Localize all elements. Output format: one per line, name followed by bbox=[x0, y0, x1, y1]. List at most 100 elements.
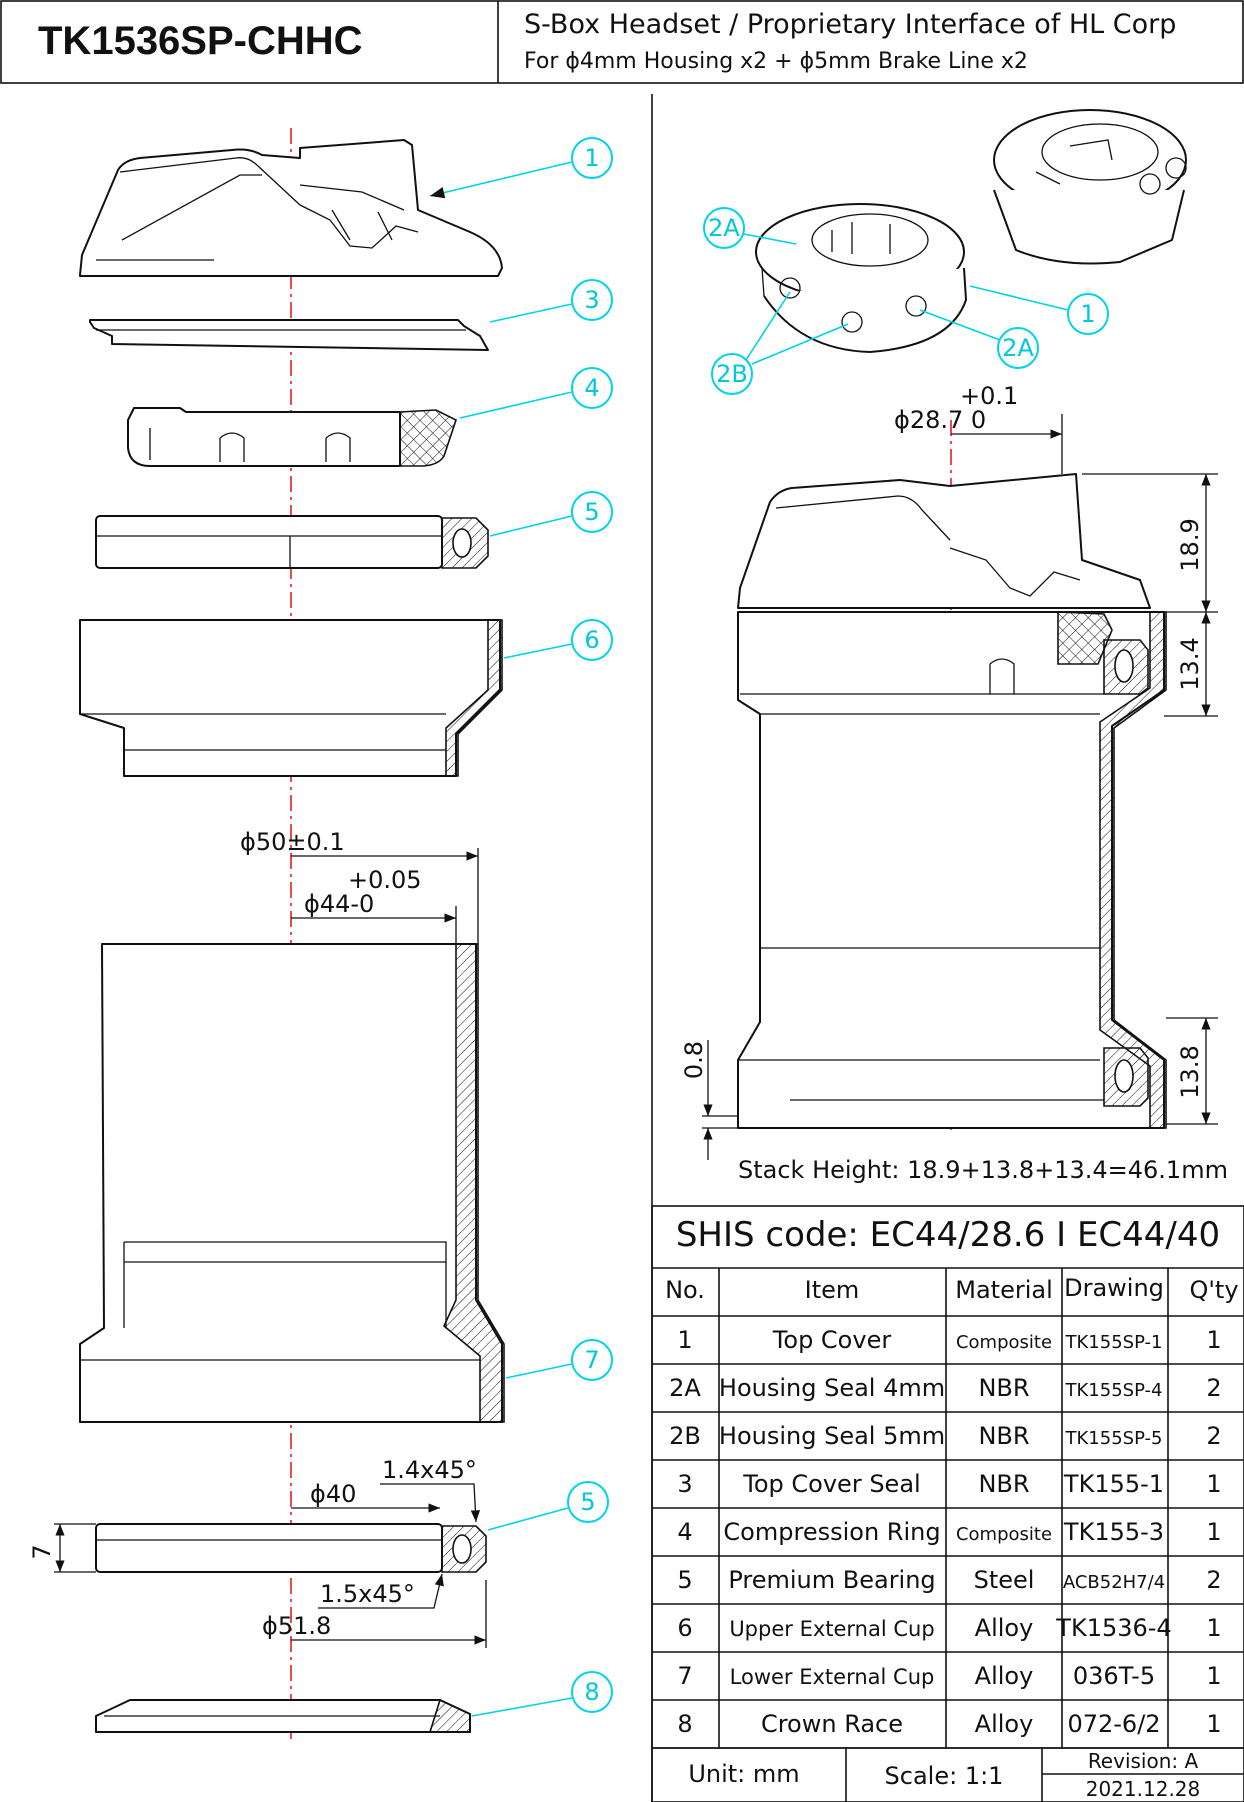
bom-cell-material: Composite bbox=[956, 1524, 1052, 1545]
dim-d28-7-tolerance: +0.1 bbox=[960, 382, 1018, 410]
bom-header-no: No. bbox=[665, 1276, 705, 1304]
bom-cell-no: 1 bbox=[677, 1326, 692, 1354]
bom-cell-no: 7 bbox=[677, 1662, 692, 1690]
bom-cell-item: Housing Seal 4mm bbox=[719, 1374, 945, 1402]
svg-text:1: 1 bbox=[1080, 300, 1095, 328]
part-4-compression-ring bbox=[127, 407, 457, 467]
bom-cell-item: Compression Ring bbox=[723, 1518, 940, 1546]
bom-cell-no: 6 bbox=[677, 1614, 692, 1642]
balloon-3: 3 bbox=[571, 279, 613, 321]
balloon-6: 6 bbox=[571, 619, 613, 661]
shis-code: SHIS code: EC44/28.6 I EC44/40 bbox=[676, 1215, 1220, 1255]
dim-offset-0-8: 0.8 bbox=[680, 1041, 708, 1079]
bom-date: 2021.12.28 bbox=[1086, 1777, 1201, 1801]
dim-height-13-8: 13.8 bbox=[1176, 1045, 1204, 1098]
balloon-5-upper: 5 bbox=[571, 491, 613, 533]
bom-cell-material: NBR bbox=[978, 1374, 1029, 1402]
dim-height-18-9: 18.9 bbox=[1176, 518, 1204, 571]
dim-height-13-4: 13.4 bbox=[1176, 637, 1204, 690]
balloon-5-lower: 5 bbox=[567, 1481, 609, 1523]
bom-cell-drawing: TK155-3 bbox=[1063, 1518, 1164, 1546]
bom-cell-qty: 2 bbox=[1206, 1374, 1221, 1402]
svg-text:8: 8 bbox=[584, 1678, 599, 1706]
bom-cell-qty: 2 bbox=[1206, 1566, 1221, 1594]
part-5-bearing-upper bbox=[95, 515, 489, 569]
svg-text:5: 5 bbox=[584, 498, 599, 526]
bom-cell-no: 8 bbox=[677, 1710, 692, 1738]
part-6-upper-external-cup bbox=[79, 619, 503, 777]
stack-height-note: Stack Height: 18.9+13.8+13.4=46.1mm bbox=[738, 1156, 1228, 1184]
bom-cell-material: NBR bbox=[978, 1470, 1029, 1498]
title-block: TK1536SP-CHHC S-Box Headset / Proprietar… bbox=[0, 0, 1244, 84]
bom-cell-material: NBR bbox=[978, 1422, 1029, 1450]
part-3-top-cover-seal bbox=[89, 319, 489, 351]
bom-cell-drawing: TK155SP-1 bbox=[1065, 1332, 1163, 1353]
bom-cell-item: Upper External Cup bbox=[729, 1617, 934, 1641]
svg-text:3: 3 bbox=[584, 286, 599, 314]
bom-cell-qty: 1 bbox=[1206, 1662, 1221, 1690]
iso-balloon-2A-top: 2A bbox=[703, 207, 745, 249]
bom-cell-drawing: TK155SP-5 bbox=[1065, 1428, 1163, 1449]
dim-d50: ϕ50±0.1 bbox=[240, 828, 345, 856]
bom-cell-item: Top Cover bbox=[772, 1326, 892, 1354]
bom-cell-qty: 1 bbox=[1206, 1518, 1221, 1546]
bom-cell-material: Composite bbox=[956, 1332, 1052, 1353]
bom-cell-material: Steel bbox=[974, 1566, 1035, 1594]
bom-cell-drawing: ACB52H7/4 bbox=[1063, 1572, 1165, 1593]
iso-top-cover-rear bbox=[993, 109, 1187, 265]
bom-cell-item: Crown Race bbox=[761, 1710, 903, 1738]
svg-text:1: 1 bbox=[584, 144, 599, 172]
bom-cell-no: 2B bbox=[669, 1422, 701, 1450]
bom-unit: Unit: mm bbox=[688, 1760, 799, 1788]
bom-cell-item: Top Cover Seal bbox=[742, 1470, 920, 1498]
bom-cell-no: 3 bbox=[677, 1470, 692, 1498]
bom-cell-drawing: TK155-1 bbox=[1063, 1470, 1164, 1498]
dim-d40: ϕ40 bbox=[310, 1480, 356, 1508]
bom-cell-material: Alloy bbox=[975, 1614, 1034, 1642]
bom-cell-qty: 1 bbox=[1206, 1470, 1221, 1498]
part-1-top-cover bbox=[79, 139, 503, 277]
assembly-section bbox=[737, 473, 1167, 1129]
bom-cell-qty: 2 bbox=[1206, 1422, 1221, 1450]
svg-text:2A: 2A bbox=[1002, 334, 1034, 362]
bom-scale: Scale: 1:1 bbox=[885, 1762, 1004, 1790]
bom-header-material: Material bbox=[955, 1276, 1053, 1304]
iso-balloon-2A-bottom: 2A bbox=[997, 327, 1039, 369]
bom-header-item: Item bbox=[805, 1276, 860, 1304]
iso-balloon-2B: 2B bbox=[711, 353, 753, 395]
svg-text:2A: 2A bbox=[708, 214, 740, 242]
bom-cell-no: 5 bbox=[677, 1566, 692, 1594]
svg-text:7: 7 bbox=[584, 1346, 599, 1374]
bom-cell-qty: 1 bbox=[1206, 1710, 1221, 1738]
bom-cell-no: 2A bbox=[669, 1374, 701, 1402]
bom-cell-drawing: 036T-5 bbox=[1073, 1662, 1155, 1690]
balloon-4: 4 bbox=[571, 367, 613, 409]
dim-d28-7: ϕ28.7 0 bbox=[894, 406, 986, 434]
svg-text:2B: 2B bbox=[716, 360, 748, 388]
part-5-bearing-lower bbox=[95, 1523, 487, 1573]
iso-top-cover-front bbox=[755, 203, 967, 353]
bom-revision: Revision: A bbox=[1088, 1749, 1199, 1773]
bom-cell-item: Premium Bearing bbox=[728, 1566, 935, 1594]
bom-header-drawing: Drawing bbox=[1064, 1274, 1164, 1302]
svg-text:4: 4 bbox=[584, 374, 599, 402]
balloon-7: 7 bbox=[571, 1339, 613, 1381]
drawing-subtitle: For ϕ4mm Housing x2 + ϕ5mm Brake Line x2 bbox=[524, 49, 1028, 74]
bom-cell-drawing: 072-6/2 bbox=[1067, 1710, 1160, 1738]
part-7-lower-external-cup bbox=[79, 943, 505, 1423]
part-number: TK1536SP-CHHC bbox=[38, 19, 363, 63]
bom-cell-item: Housing Seal 5mm bbox=[719, 1422, 945, 1450]
bom-cell-qty: 1 bbox=[1206, 1614, 1221, 1642]
bom-table: SHIS code: EC44/28.6 I EC44/40 No. Item … bbox=[651, 1205, 1244, 1802]
bom-header-qty: Q'ty bbox=[1189, 1276, 1238, 1304]
svg-text:5: 5 bbox=[580, 1488, 595, 1516]
dim-d51-8: ϕ51.8 bbox=[262, 1612, 331, 1640]
bom-cell-material: Alloy bbox=[975, 1710, 1034, 1738]
bom-cell-no: 4 bbox=[677, 1518, 692, 1546]
dim-chamfer-top: 1.4x45° bbox=[382, 1456, 477, 1484]
dim-d44-tolerance: +0.05 bbox=[348, 866, 422, 894]
drawing-title: S-Box Headset / Proprietary Interface of… bbox=[524, 9, 1176, 40]
dim-chamfer-bottom: 1.5x45° bbox=[320, 1580, 415, 1608]
bom-cell-qty: 1 bbox=[1206, 1326, 1221, 1354]
